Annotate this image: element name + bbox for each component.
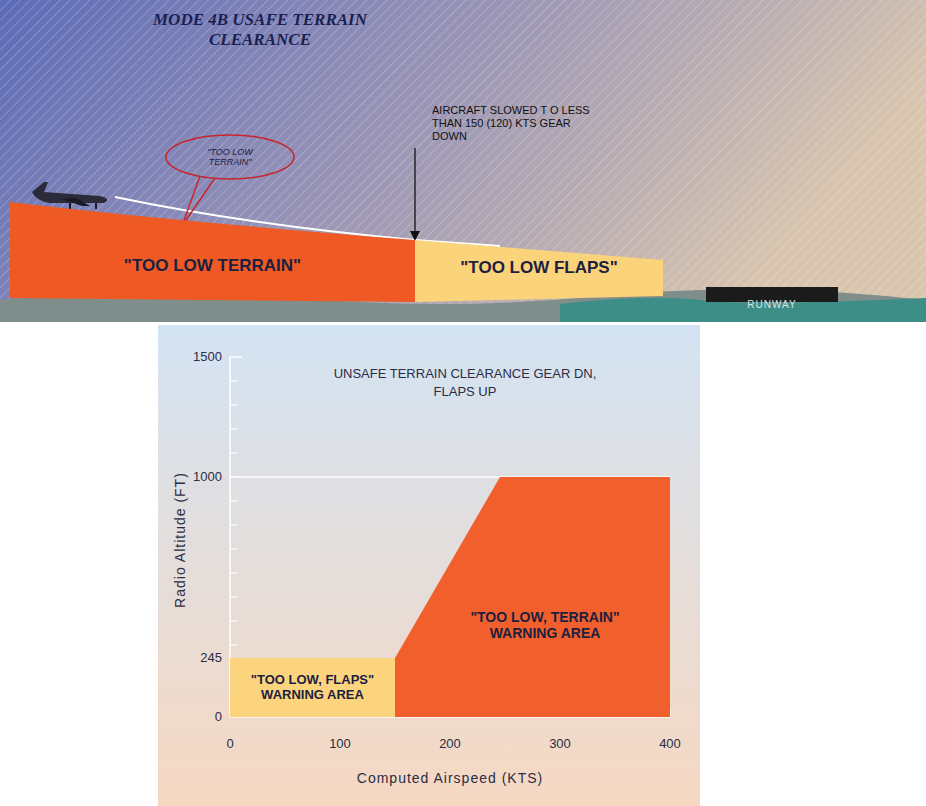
runway-label: RUNWAY [747,299,796,311]
tick-label: 200 [439,737,461,752]
axis-tick [230,524,237,525]
axis-tick [230,644,237,645]
axis-tick [230,428,237,429]
axis-tick [230,596,237,597]
axis-tick [230,500,237,501]
axis-title: Radio Altitude (FT) [172,472,188,608]
terrain-warning-area: "TOO LOW, TERRAIN" WARNING AREA [395,477,670,717]
sky-hatch [0,0,926,322]
axis-tick [230,476,237,477]
axis-tick [230,404,237,405]
axis-tick [230,572,237,573]
node-label: "TOO LOW FLAPS" [460,258,617,278]
diagram-title: MODE 4B USAFE TERRAIN CLEARANCE [130,10,390,51]
tick-label: 1500 [193,350,222,365]
tick-label: 100 [329,737,351,752]
axis-tick [230,452,237,453]
flaps-warning-area: "TOO LOW, FLAPS" WARNING AREA [230,658,395,717]
tick-label: 300 [549,737,571,752]
chart-background [158,325,700,806]
terrain-band-shape [10,190,415,302]
arrowhead [410,231,420,241]
axis-tick [230,380,237,381]
bubble-tail [182,176,215,226]
axis-tick [230,356,242,358]
axis-tick [230,620,237,621]
node-label: "TOO LOW TERRAIN" [195,147,265,168]
terrain-warning-area-shape [395,477,670,717]
terrain-band: "TOO LOW TERRAIN" [10,190,415,302]
tick-label: 1000 [193,470,222,485]
annotation: AIRCRAFT SLOWED T O LESS THAN 150 (120) … [432,104,597,144]
node-label: "TOO LOW TERRAIN" [124,256,301,276]
tick-label: 245 [200,651,222,666]
speech-bubble: "TOO LOW TERRAIN" [165,134,295,180]
sky [0,0,926,322]
tick-label: 0 [226,737,233,752]
aircraft [32,182,107,210]
flaps-band: "TOO LOW FLAPS" [415,238,663,302]
chart-heading: UNSAFE TERRAIN CLEARANCE GEAR DN, FLAPS … [325,365,605,400]
tick-label: 400 [659,737,681,752]
tick-label: 0 [215,710,222,725]
axis-tick [230,548,237,549]
node-label: "TOO LOW, TERRAIN" WARNING AREA [435,609,655,641]
axis-title: Computed Airspeed (KTS) [357,770,543,786]
node-label: "TOO LOW, FLAPS" WARNING AREA [238,673,388,703]
leader-line [414,148,415,232]
tick-marks [230,381,670,717]
